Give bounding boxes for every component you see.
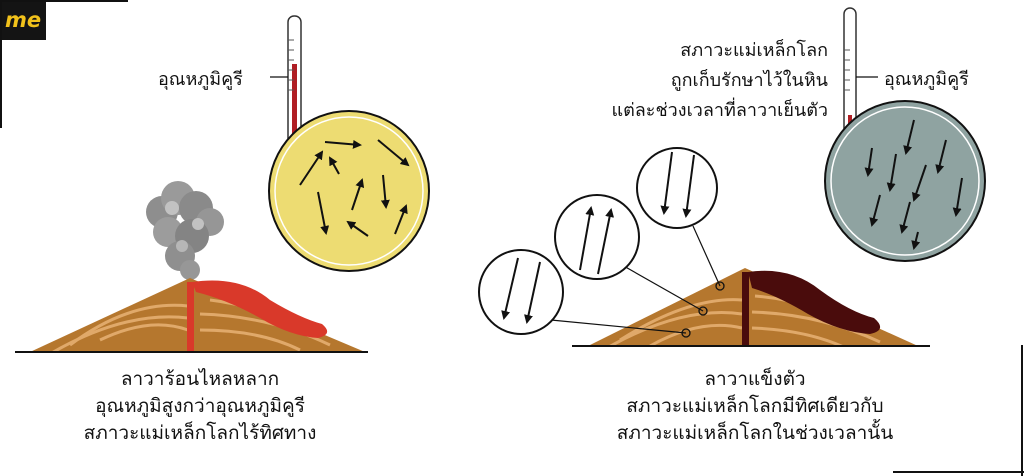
- sample-circle-bottom: [478, 249, 564, 335]
- left-curie-temperature-label: อุณหภูมิคูรี: [158, 69, 243, 90]
- bottom-right-corner-line: [893, 471, 1024, 473]
- right-corner-line: [1021, 345, 1023, 476]
- random-magnetic-domains-circle: [268, 110, 430, 272]
- top-left-corner-line: [0, 0, 128, 2]
- hot-volcano: [15, 181, 368, 353]
- cooled-volcano: [572, 268, 930, 347]
- callout-lines: [550, 225, 721, 334]
- cold-caption-line-3: สภาวะแม่เหล็กโลกในช่วงเวลานั้น: [616, 422, 894, 444]
- cold-caption-line-2: สภาวะแม่เหล็กโลกมีทิศเดียวกับ: [626, 395, 884, 417]
- info-line-1: สภาวะแม่เหล็กโลก: [680, 40, 828, 61]
- info-line-3: แต่ละช่วงเวลาที่ลาวาเย็นตัว: [611, 100, 828, 121]
- hot-caption-line-2: อุณหภูมิสูงกว่าอุณหภูมิคูรี: [95, 395, 305, 417]
- smoke-cloud: [146, 181, 224, 280]
- cooled-lava-caption: ลาวาแข็งตัว สภาวะแม่เหล็กโลกมีทิศเดียวกั…: [590, 366, 920, 447]
- sample-circle-top: [636, 147, 718, 229]
- hot-caption-line-1: ลาวาร้อนไหลหลาก: [120, 368, 280, 390]
- me-logo: me: [0, 0, 46, 40]
- cold-caption-line-1: ลาวาแข็งตัว: [704, 368, 806, 390]
- right-curie-temperature-label: อุณหภูมิคูรี: [884, 69, 969, 90]
- hot-caption-line-3: สภาวะแม่เหล็กโลกไร้ทิศทาง: [83, 422, 317, 444]
- left-corner-line: [0, 0, 2, 128]
- info-line-2: ถูกเก็บรักษาไว้ในหิน: [670, 70, 828, 91]
- sample-circle-middle: [554, 194, 640, 280]
- magnetic-record-info-text: สภาวะแม่เหล็กโลก ถูกเก็บรักษาไว้ในหิน แต…: [611, 36, 828, 126]
- hot-lava-caption: ลาวาร้อนไหลหลาก อุณหภูมิสูงกว่าอุณหภูมิค…: [40, 366, 360, 447]
- aligned-magnetic-domains-circle: [824, 100, 986, 262]
